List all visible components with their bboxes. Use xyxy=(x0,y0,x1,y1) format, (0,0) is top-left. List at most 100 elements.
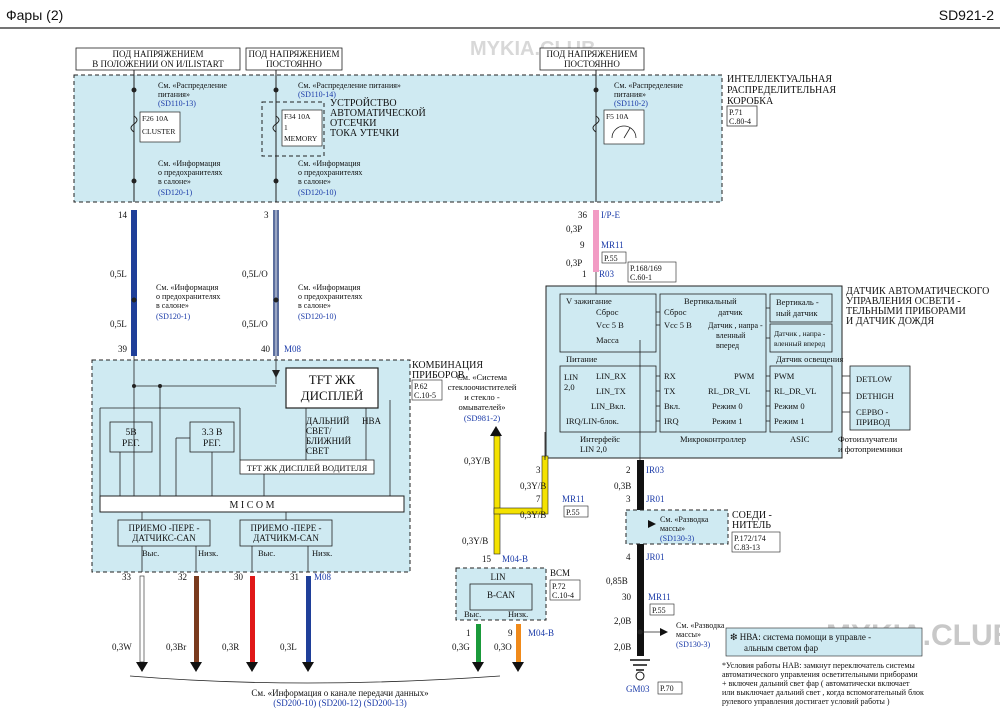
ref168-2: C.60-1 xyxy=(630,273,652,282)
mid-info2-2: о предохранителях xyxy=(298,292,362,301)
cutoff-2: АВТОМАТИЧЕСКОЙ xyxy=(330,107,426,119)
mid-info2-1: См. «Информация xyxy=(298,283,361,292)
wire-03o: 0,3O xyxy=(494,642,512,652)
blk-jr01: JR01 xyxy=(646,494,665,504)
mass2-code: (SD130-3) xyxy=(676,640,711,649)
col1-see-2: питания» xyxy=(158,90,190,99)
blk-mr11: MR11 xyxy=(648,592,671,602)
bcm-lo: Низк. xyxy=(508,609,528,619)
iface-2: LIN 2,0 xyxy=(580,444,607,454)
vs-1: Вертикаль - xyxy=(776,297,819,307)
mc-fwd-1: Датчик , напра - xyxy=(708,321,763,330)
pin-40: 40 xyxy=(261,344,271,354)
wire-03l: 0,3L xyxy=(280,642,297,652)
sensor-lin-ver: 2,0 xyxy=(564,382,575,392)
col2-fuse: F34 10A xyxy=(284,112,311,121)
fusebox-title-1: ИНТЕЛЛЕКТУАЛЬНАЯ xyxy=(727,74,832,85)
wire-brown xyxy=(194,576,199,662)
pin-31: 31 xyxy=(290,572,299,582)
power-const1-line2: ПОСТОЯННО xyxy=(266,59,322,69)
col2-info-1: См. «Информация xyxy=(298,159,361,168)
reg5-1: 5В xyxy=(125,428,136,438)
blk-pin-30: 30 xyxy=(622,592,632,602)
wire-03br: 0,3Br xyxy=(166,642,186,652)
fusebox-title-2: РАСПРЕДЕЛИТЕЛЬНАЯ xyxy=(727,85,836,96)
col2-code: (SD110-14) xyxy=(298,90,336,99)
bcm-lin: LIN xyxy=(491,572,506,582)
col2-fuse-label: MEMORY xyxy=(284,134,318,143)
col2-info-3: в салоне» xyxy=(298,177,331,186)
page-title: Фары (2) xyxy=(6,7,63,23)
hb-4: СВЕТ xyxy=(306,446,330,456)
yel-pin-7: 7 xyxy=(536,494,541,504)
col1-fuse: F26 10A xyxy=(142,114,169,123)
pin-36: 36 xyxy=(578,210,588,220)
power-const1-line1: ПОД НАПРЯЖЕНИЕМ xyxy=(249,49,340,59)
pin-1: 1 xyxy=(582,269,587,279)
blk-ir03: IR03 xyxy=(646,465,665,475)
note-2: автоматического управления осветительным… xyxy=(722,670,918,679)
mid-info1-2: о предохранителях xyxy=(156,292,220,301)
hb-2: СВЕТ/ xyxy=(306,426,332,436)
yel-03yb-4: 0,3Y/B xyxy=(462,536,488,546)
bcm-hi: Выс. xyxy=(464,609,481,619)
diagram-code: SD921-2 xyxy=(939,7,994,23)
pin-30: 30 xyxy=(234,572,244,582)
driver-display: TFT ЖК ДИСПЛЕЙ ВОДИТЕЛЯ xyxy=(247,463,368,473)
iface-1: Интерфейс xyxy=(580,434,620,444)
conn-m08: M08 xyxy=(284,344,302,354)
power-on-start-box xyxy=(75,47,241,71)
blk-20b-1: 2,0B xyxy=(614,616,631,626)
power-const2-line1: ПОД НАПРЯЖЕНИЕМ xyxy=(547,49,638,59)
asic-pwm: PWM xyxy=(774,371,795,381)
wiper-3: и стекло - xyxy=(464,392,500,402)
wire-orange xyxy=(516,624,521,662)
blk-p55: P.55 xyxy=(652,606,666,615)
mid-info1-1: См. «Информация xyxy=(156,283,219,292)
note-4: или выключает дальний свет , когда вспом… xyxy=(722,688,924,697)
yel-pin-15: 15 xyxy=(482,554,492,564)
hba-note-2: альным светом фар xyxy=(744,643,819,653)
mc-reset: Сброс xyxy=(664,307,687,317)
lin-tx: LIN_TX xyxy=(596,386,626,396)
mass-1: См. «Разводка xyxy=(660,515,709,524)
cutoff-dashed-box xyxy=(261,101,325,157)
pin-14: 14 xyxy=(118,210,128,220)
wire-blue-can xyxy=(306,576,311,662)
sensor-vcc: Vcc 5 В xyxy=(596,320,624,330)
mid-code2: (SD120-10) xyxy=(298,312,337,321)
fusebox-ref-2: C.80-4 xyxy=(729,117,751,126)
yel-03yb-3: 0,3Y/B xyxy=(520,510,546,520)
pin-3: 3 xyxy=(264,210,269,220)
blk-pin-3: 3 xyxy=(626,494,631,504)
pin-32: 32 xyxy=(178,572,187,582)
conn-1: СОЕДИ - xyxy=(732,510,772,521)
sensor-title-1: ДАТЧИК АВТОМАТИЧЕСКОГО xyxy=(846,286,989,297)
col1-code: (SD110-13) xyxy=(158,99,196,108)
conn-ref-2: C.83-13 xyxy=(734,543,760,552)
power-const2-box xyxy=(539,47,645,71)
lin-rx: LIN_RX xyxy=(596,371,626,381)
lin-irq: IRQ/LIN-блок. xyxy=(566,416,619,426)
p70: P.70 xyxy=(660,684,674,693)
footer-codes: (SD200-10) (SD200-12) (SD200-13) xyxy=(273,698,407,708)
fusebox-ref-1: P.71 xyxy=(729,108,743,117)
mass2-2: массы» xyxy=(676,630,701,639)
lcd-2: ДИСПЛЕЙ xyxy=(301,388,363,403)
wire-label-05l-b: 0,5L xyxy=(110,319,127,329)
ref168-1: P.168/169 xyxy=(630,264,662,273)
col1-info-3: в салоне» xyxy=(158,177,191,186)
micom-label: M I C O M xyxy=(229,500,274,511)
mc-vert-1: Вертикальный xyxy=(684,296,737,306)
can2-hi: Выс. xyxy=(258,548,275,558)
can2-2: ДАТЧИКМ-CAN xyxy=(253,533,319,543)
hba-label: HBA xyxy=(362,416,382,426)
conn-m08-b: M08 xyxy=(314,572,332,582)
mc-rx: RX xyxy=(664,371,676,381)
cluster-ref-1: P.62 xyxy=(414,382,428,391)
bcm-m04b: M04-B xyxy=(528,628,554,638)
photo-2: и фотоприемники xyxy=(838,444,903,454)
ref-p55: P.55 xyxy=(604,254,618,263)
wire-03g: 0,3G xyxy=(452,642,470,652)
wire-green xyxy=(476,624,481,662)
